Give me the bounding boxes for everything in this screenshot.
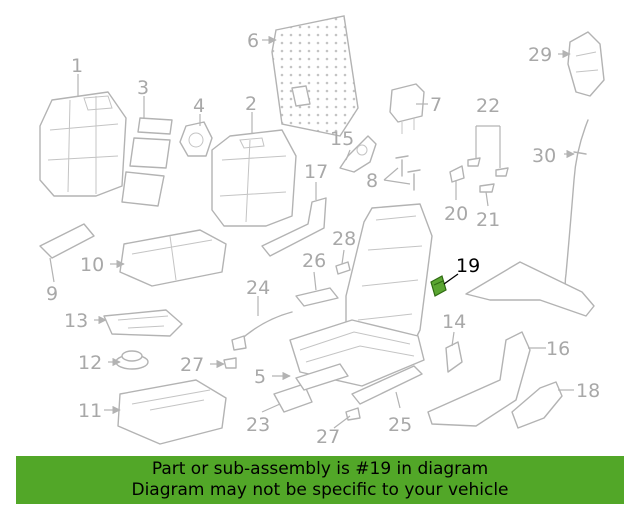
- callout-26: 26: [302, 250, 326, 272]
- part-7-headrest: [389, 83, 425, 134]
- part-18-cover: [511, 381, 563, 429]
- part-26-bracket: [295, 287, 339, 307]
- part-23-bracket: [273, 383, 313, 413]
- callout-23: 23: [246, 414, 270, 436]
- callout-18: 18: [576, 380, 600, 402]
- callout-labels: 1 2 3 4 5 6 7 8 9 10 11 12 13 14 15 16 1…: [46, 30, 600, 448]
- callout-24: 24: [246, 277, 270, 299]
- part-29-shield: [567, 31, 605, 97]
- part-17-trim: [261, 197, 327, 257]
- leader-lines: [49, 35, 575, 429]
- part-15-recliner: [339, 135, 377, 173]
- part-9-side-trim: [39, 223, 95, 259]
- callout-21: 21: [476, 209, 500, 231]
- part-16-side-shield: [427, 331, 531, 427]
- callout-2: 2: [245, 93, 257, 115]
- part-10-seat-cushion: [119, 229, 227, 287]
- callout-9: 9: [46, 283, 58, 305]
- callout-12: 12: [78, 352, 102, 374]
- parts-diagram: 1 2 3 4 5 6 7 8 9 10 11 12 13 14 15 16 1…: [39, 15, 605, 448]
- callout-6: 6: [247, 30, 259, 52]
- callout-16: 16: [546, 338, 570, 360]
- part-19-highlighted: [430, 275, 447, 297]
- part-13-mat: [103, 309, 183, 337]
- callout-14: 14: [442, 311, 466, 333]
- callout-10: 10: [80, 254, 104, 276]
- info-banner: Part or sub-assembly is #19 in diagram D…: [16, 456, 624, 504]
- callout-15: 15: [330, 128, 354, 150]
- part-8-guides: [395, 155, 421, 191]
- callout-7: 7: [430, 94, 442, 116]
- part-4-bracket: [179, 121, 213, 157]
- callout-29: 29: [528, 44, 552, 66]
- part-28-clip: [335, 261, 351, 275]
- part-5-seat-frame: [289, 203, 433, 391]
- part-30-harness: [465, 119, 595, 317]
- banner-line-1: Part or sub-assembly is #19 in diagram: [151, 459, 489, 479]
- callout-8: 8: [366, 170, 378, 192]
- part-14-panel: [445, 341, 463, 373]
- callout-22: 22: [476, 95, 500, 117]
- banner-line-2: Diagram may not be specific to your vehi…: [131, 480, 509, 500]
- callout-19: 19: [456, 255, 480, 277]
- callout-28: 28: [332, 228, 356, 250]
- callout-11: 11: [78, 400, 102, 422]
- part-6-rear-panel: [271, 15, 359, 137]
- part-1-seat-back: [39, 91, 127, 197]
- callout-27a: 27: [180, 354, 204, 376]
- callout-1: 1: [71, 55, 83, 77]
- callout-5: 5: [254, 366, 266, 388]
- callout-27b: 27: [316, 426, 340, 448]
- callout-20: 20: [444, 203, 468, 225]
- part-20-21-22-clips: [449, 157, 509, 193]
- part-11-seat-pan: [117, 379, 227, 445]
- callout-17: 17: [304, 161, 328, 183]
- part-25-track-rail: [351, 365, 423, 405]
- part-24-cable: [231, 311, 293, 351]
- part-12-motor: [115, 350, 149, 370]
- callout-30: 30: [532, 145, 556, 167]
- callout-13: 13: [64, 310, 88, 332]
- part-3-heating-pad: [121, 117, 173, 207]
- part-2-seat-back-frame: [211, 129, 297, 227]
- callout-4: 4: [193, 95, 205, 117]
- callout-3: 3: [137, 77, 149, 99]
- callout-25: 25: [388, 414, 412, 436]
